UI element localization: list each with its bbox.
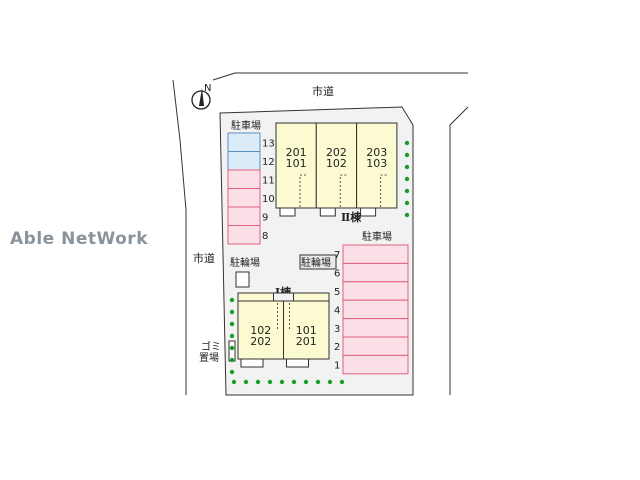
parking-space-6	[342, 262, 409, 283]
parking-space-number: 7	[334, 250, 340, 261]
parking-space-number: 2	[334, 342, 340, 353]
compass-label: N	[204, 83, 211, 94]
entrance-step	[319, 207, 336, 217]
building-2-label: Ⅱ棟	[341, 210, 362, 224]
parking-space-number: 10	[262, 194, 275, 205]
unit-203	[356, 122, 398, 209]
tree-dot	[243, 379, 249, 385]
tree-dot	[404, 176, 410, 182]
parking-right-spaces: 7 6 5 4 3 2 1	[334, 244, 409, 375]
parking-space-9	[227, 206, 261, 226]
unit-number-upper: 203	[366, 146, 387, 159]
unit-number-upper: 101	[296, 324, 317, 337]
unit-number-upper: 102	[250, 324, 271, 337]
parking-space-1	[342, 354, 409, 375]
tree-dot	[404, 164, 410, 170]
parking-space-number: 3	[334, 324, 340, 335]
parking-space-5	[342, 281, 409, 301]
road-left-label: 市道	[193, 251, 215, 265]
unit-number-upper: 202	[326, 146, 347, 159]
stair-outline	[380, 174, 387, 208]
road-top-edge	[212, 72, 468, 81]
tree-dot	[339, 379, 345, 385]
garbage-label-line2: 置場	[199, 351, 219, 364]
tree-dot	[303, 379, 309, 385]
tree-dot	[229, 321, 235, 327]
tree-dot	[229, 345, 235, 351]
parking-space-7	[342, 244, 409, 264]
unit-201	[275, 122, 317, 209]
parking-space-number: 5	[334, 287, 340, 298]
parking-right-label: 駐車場	[362, 230, 392, 243]
parking-space-number: 9	[262, 212, 268, 223]
tree-dot	[231, 379, 237, 385]
parking-space-10	[227, 188, 261, 208]
tree-dot	[327, 379, 333, 385]
parking-space-number: 8	[262, 231, 268, 242]
parking-space-2	[342, 336, 409, 356]
road-right-edge	[449, 106, 469, 395]
tree-dot	[279, 379, 285, 385]
garbage-label-line1: ゴミ	[201, 340, 221, 353]
tree-dot	[229, 369, 235, 375]
entrance-step	[279, 207, 296, 217]
tree-dot	[315, 379, 321, 385]
road-left-edge	[172, 79, 187, 395]
bike-parking-right-label: 駐輪場	[301, 256, 331, 269]
unit-number-lower: 101	[286, 157, 307, 170]
unit-number-upper: 201	[286, 146, 307, 159]
bike-parking-right-box	[299, 254, 337, 270]
tree-dot	[404, 188, 410, 194]
unit-number-lower: 102	[326, 157, 347, 170]
parking-space-number: 11	[262, 175, 275, 186]
stair-outline	[299, 174, 306, 208]
road-top-label: 市道	[312, 84, 334, 98]
bike-parking-left-area	[235, 271, 250, 288]
tree-dot	[404, 152, 410, 158]
parking-space-number: 6	[334, 269, 340, 280]
tree-dot	[404, 212, 410, 218]
unit-number-lower: 201	[296, 335, 317, 348]
tree-dot	[404, 200, 410, 206]
tree-dot	[255, 379, 261, 385]
parking-space-11	[227, 169, 261, 189]
tree-dot	[267, 379, 273, 385]
stair-outline	[277, 303, 290, 331]
watermark-logo: Able NetWork	[10, 229, 148, 249]
tree-dot	[291, 379, 297, 385]
building-1-notch	[273, 292, 294, 302]
unit-202	[315, 122, 358, 209]
road-lines	[172, 72, 469, 395]
tree-markers	[229, 140, 410, 385]
bike-parking-left-label: 駐輪場	[230, 256, 260, 269]
tree-dot	[229, 357, 235, 363]
stair-outline	[339, 174, 347, 208]
parking-space-number: 1	[334, 361, 340, 372]
unit-number-lower: 202	[250, 335, 271, 348]
parking-space-13	[227, 132, 261, 152]
parking-space-number: 13	[262, 138, 275, 149]
tree-dot	[229, 333, 235, 339]
tree-dot	[229, 309, 235, 315]
parking-space-number: 12	[262, 157, 275, 168]
parking-space-4	[342, 299, 409, 320]
compass-north-icon: N	[191, 83, 211, 110]
parking-space-number: 4	[334, 305, 340, 316]
parking-left-spaces: 13 12 11 10 9 8	[227, 132, 275, 245]
tree-dot	[404, 140, 410, 146]
entrance-step	[286, 358, 309, 368]
unit-number-lower: 103	[366, 157, 387, 170]
parking-space-3	[342, 318, 409, 338]
entrance-step	[240, 358, 264, 368]
parking-space-8	[227, 225, 261, 245]
entrance-step	[360, 207, 377, 217]
parking-space-12	[227, 151, 261, 171]
tree-dot	[229, 297, 235, 303]
parking-left-label: 駐車場	[231, 119, 261, 132]
